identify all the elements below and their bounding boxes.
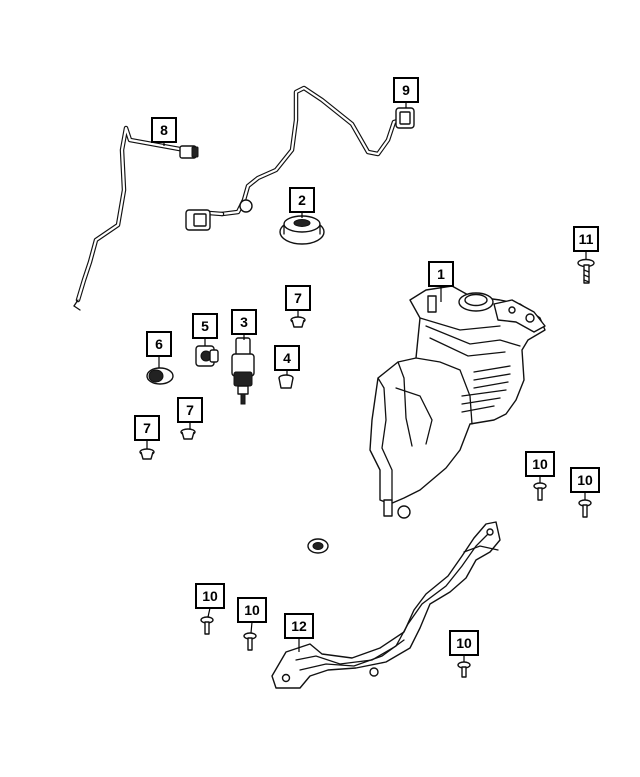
- svg-text:10: 10: [456, 635, 472, 651]
- svg-text:10: 10: [532, 456, 548, 472]
- wiring-harness-part-9: [185, 85, 415, 231]
- callout-6: 6: [146, 331, 172, 357]
- leader-lines: [146, 102, 587, 662]
- bolt-part-10c: [200, 616, 214, 635]
- bolt-part-11: [577, 258, 595, 284]
- svg-text:9: 9: [402, 82, 410, 98]
- callout-11: 11: [573, 226, 599, 252]
- push-pin-part-7c: [139, 448, 155, 460]
- callout-7c: 7: [134, 415, 160, 441]
- svg-text:4: 4: [283, 350, 291, 366]
- callout-7a: 7: [285, 285, 311, 311]
- svg-text:7: 7: [143, 420, 151, 436]
- grommet-loose: [307, 538, 329, 554]
- svg-text:7: 7: [186, 402, 194, 418]
- callout-10a: 10: [525, 451, 555, 477]
- svg-text:5: 5: [201, 318, 209, 334]
- callout-1: 1: [428, 261, 454, 287]
- callout-2: 2: [289, 187, 315, 213]
- bolt-part-10a: [533, 482, 547, 501]
- svg-text:1: 1: [437, 266, 445, 282]
- push-pin-part-7a: [290, 316, 306, 328]
- callout-9: 9: [393, 77, 419, 103]
- svg-text:11: 11: [579, 231, 594, 247]
- svg-text:8: 8: [160, 122, 168, 138]
- callout-4: 4: [274, 345, 300, 371]
- svg-text:7: 7: [294, 290, 302, 306]
- bolt-part-10e: [457, 661, 471, 678]
- grommet-part-2: [279, 215, 325, 245]
- callout-12: 12: [284, 613, 314, 639]
- callout-3: 3: [231, 309, 257, 335]
- callout-10c: 10: [195, 583, 225, 609]
- seal-part-6: [146, 367, 174, 385]
- bolt-part-10b: [578, 499, 592, 518]
- svg-text:10: 10: [202, 588, 218, 604]
- washer-hose-part-8: [73, 125, 199, 311]
- bolt-part-10d: [243, 632, 257, 651]
- svg-text:12: 12: [291, 618, 307, 634]
- svg-text:3: 3: [240, 314, 248, 330]
- washer-pump-part-3: [231, 337, 255, 405]
- grommet-part-4: [278, 374, 294, 389]
- callout-7b: 7: [177, 397, 203, 423]
- callout-10e: 10: [449, 630, 479, 656]
- callout-5: 5: [192, 313, 218, 339]
- washer-reservoir-part-1: [369, 285, 546, 519]
- callout-10d: 10: [237, 597, 267, 623]
- level-sensor-part-5: [195, 345, 219, 367]
- callout-8: 8: [151, 117, 177, 143]
- svg-text:2: 2: [298, 192, 306, 208]
- svg-text:10: 10: [577, 472, 593, 488]
- svg-text:10: 10: [244, 602, 260, 618]
- svg-text:6: 6: [155, 336, 163, 352]
- callout-10b: 10: [570, 467, 600, 493]
- push-pin-part-7b: [180, 428, 196, 440]
- bracket-part-12: [271, 521, 501, 689]
